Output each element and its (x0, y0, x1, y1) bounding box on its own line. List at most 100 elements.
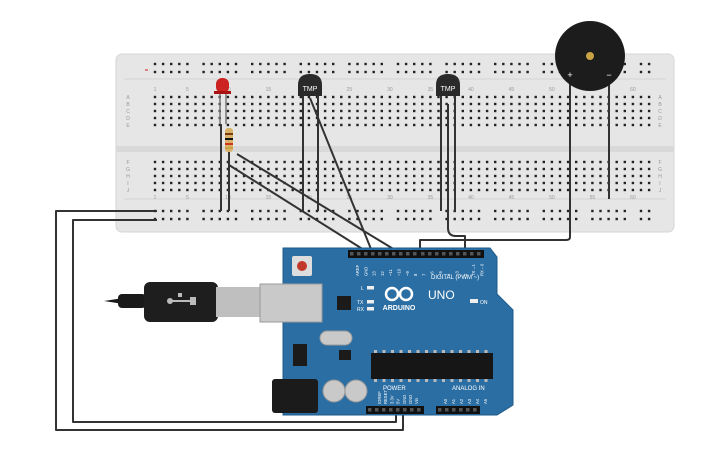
breadboard-hole[interactable] (283, 160, 286, 164)
breadboard-hole[interactable] (218, 181, 221, 185)
power-pin[interactable] (389, 408, 393, 412)
breadboard-hole[interactable] (518, 116, 521, 120)
breadboard-hole[interactable] (170, 181, 173, 185)
breadboard-hole[interactable] (307, 123, 311, 127)
breadboard-hole[interactable] (202, 109, 205, 113)
breadboard-hole[interactable] (575, 174, 578, 178)
rail-hole[interactable] (259, 70, 262, 74)
breadboard-hole[interactable] (631, 102, 635, 106)
breadboard-hole[interactable] (583, 174, 586, 178)
breadboard-hole[interactable] (575, 102, 578, 106)
breadboard-hole[interactable] (647, 102, 651, 106)
rail-hole[interactable] (445, 209, 448, 213)
rail-hole[interactable] (299, 70, 302, 74)
rail-hole[interactable] (218, 217, 221, 221)
breadboard-hole[interactable] (170, 174, 173, 178)
breadboard-hole[interactable] (194, 181, 197, 185)
rail-hole[interactable] (526, 209, 529, 213)
rail-hole[interactable] (647, 209, 651, 213)
breadboard-hole[interactable] (583, 123, 586, 127)
breadboard-hole[interactable] (194, 123, 197, 127)
rail-hole[interactable] (210, 217, 213, 221)
breadboard-hole[interactable] (599, 123, 602, 127)
rail-hole[interactable] (502, 217, 505, 221)
breadboard-hole[interactable] (518, 181, 521, 185)
rail-hole[interactable] (364, 217, 367, 221)
rail-hole[interactable] (477, 62, 481, 66)
rail-hole[interactable] (558, 217, 562, 221)
breadboard-hole[interactable] (494, 167, 497, 171)
breadboard-hole[interactable] (267, 174, 270, 178)
breadboard-hole[interactable] (631, 188, 635, 192)
breadboard-hole[interactable] (534, 116, 537, 120)
breadboard-hole[interactable] (161, 181, 165, 185)
breadboard-hole[interactable] (615, 116, 618, 120)
breadboard-hole[interactable] (421, 116, 424, 120)
breadboard-hole[interactable] (404, 109, 408, 113)
rail-hole[interactable] (226, 217, 230, 221)
breadboard-hole[interactable] (623, 109, 626, 113)
breadboard-hole[interactable] (340, 109, 343, 113)
digital-pin[interactable] (421, 252, 425, 256)
breadboard-hole[interactable] (461, 167, 464, 171)
rail-hole[interactable] (445, 62, 448, 66)
breadboard-hole[interactable] (639, 102, 643, 106)
breadboard-hole[interactable] (566, 123, 570, 127)
breadboard-hole[interactable] (623, 188, 626, 192)
usb-cable[interactable] (104, 282, 264, 322)
breadboard-hole[interactable] (526, 95, 529, 99)
breadboard-hole[interactable] (202, 167, 205, 171)
breadboard-hole[interactable] (591, 95, 594, 99)
breadboard-hole[interactable] (242, 95, 246, 99)
breadboard-hole[interactable] (202, 116, 205, 120)
breadboard-hole[interactable] (332, 167, 335, 171)
breadboard-hole[interactable] (251, 116, 254, 120)
breadboard-hole[interactable] (242, 181, 246, 185)
breadboard-hole[interactable] (469, 95, 473, 99)
breadboard-hole[interactable] (299, 116, 302, 120)
breadboard-hole[interactable] (575, 188, 578, 192)
breadboard-hole[interactable] (323, 167, 327, 171)
breadboard-hole[interactable] (615, 95, 618, 99)
breadboard-hole[interactable] (307, 181, 311, 185)
breadboard-hole[interactable] (275, 95, 278, 99)
breadboard-hole[interactable] (186, 123, 189, 127)
breadboard-hole[interactable] (396, 181, 400, 185)
breadboard-hole[interactable] (591, 123, 594, 127)
breadboard-hole[interactable] (421, 174, 424, 178)
power-header[interactable] (366, 406, 424, 414)
breadboard-hole[interactable] (275, 102, 278, 106)
rail-hole[interactable] (566, 217, 570, 221)
breadboard-hole[interactable] (283, 167, 286, 171)
rail-hole[interactable] (323, 217, 327, 221)
rail-hole[interactable] (267, 62, 270, 66)
analog-pin[interactable] (445, 408, 449, 412)
breadboard-hole[interactable] (542, 174, 545, 178)
breadboard-hole[interactable] (226, 116, 230, 120)
rail-hole[interactable] (510, 209, 513, 213)
breadboard-hole[interactable] (202, 160, 205, 164)
breadboard-hole[interactable] (542, 116, 545, 120)
breadboard-hole[interactable] (348, 123, 351, 127)
breadboard-hole[interactable] (566, 95, 570, 99)
breadboard-hole[interactable] (485, 116, 489, 120)
breadboard-hole[interactable] (251, 102, 254, 106)
rail-hole[interactable] (161, 209, 165, 213)
analog-header[interactable] (436, 406, 480, 414)
breadboard-hole[interactable] (396, 160, 400, 164)
breadboard-hole[interactable] (429, 102, 432, 106)
breadboard-hole[interactable] (623, 95, 626, 99)
rail-hole[interactable] (623, 217, 626, 221)
breadboard-hole[interactable] (534, 95, 537, 99)
rail-hole[interactable] (380, 62, 383, 66)
breadboard-hole[interactable] (202, 102, 205, 106)
breadboard-hole[interactable] (494, 109, 497, 113)
breadboard-hole[interactable] (591, 116, 594, 120)
breadboard-hole[interactable] (477, 95, 481, 99)
breadboard-hole[interactable] (485, 181, 489, 185)
rail-hole[interactable] (259, 62, 262, 66)
breadboard-hole[interactable] (404, 116, 408, 120)
breadboard-hole[interactable] (178, 123, 181, 127)
rail-hole[interactable] (550, 70, 554, 74)
rail-hole[interactable] (461, 70, 464, 74)
